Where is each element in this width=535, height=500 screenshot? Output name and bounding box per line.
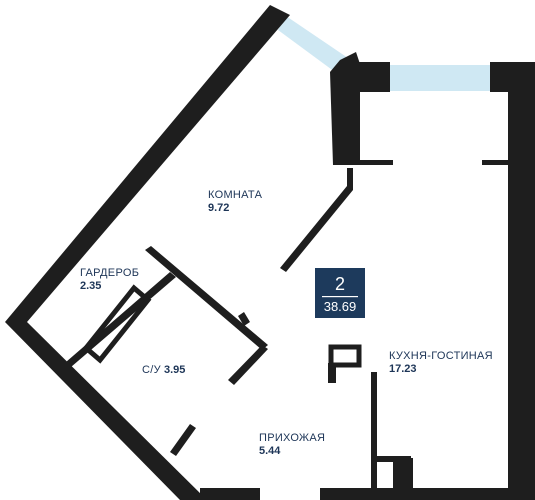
window-kitchen bbox=[390, 65, 490, 91]
room-living: КОМНАТА 9.72 bbox=[208, 189, 263, 214]
room-bathroom: С/У 3.95 bbox=[142, 364, 185, 376]
room-hallway-area: 5.44 bbox=[259, 445, 281, 457]
wall-bathroom-right bbox=[228, 345, 268, 385]
room-bathroom-area: 3.95 bbox=[164, 364, 185, 376]
room-living-area: 9.72 bbox=[208, 202, 229, 214]
partition-kitchen-left bbox=[358, 160, 393, 165]
room-living-name: КОМНАТА bbox=[208, 189, 263, 201]
wall-right bbox=[508, 62, 535, 500]
room-kitchen-area: 17.23 bbox=[389, 363, 417, 375]
wall-pillar bbox=[330, 52, 360, 165]
wardrobe-shelf bbox=[82, 284, 152, 364]
room-kitchen: КУХНЯ-ГОСТИНАЯ 17.23 bbox=[389, 350, 493, 375]
wall-diagonal-top bbox=[5, 5, 290, 322]
interior-walls bbox=[66, 160, 508, 500]
fixture-box bbox=[328, 344, 362, 368]
room-bathroom-name: С/У bbox=[142, 364, 162, 376]
wall-top bbox=[355, 62, 390, 92]
badge-background bbox=[315, 268, 365, 318]
room-kitchen-name: КУХНЯ-ГОСТИНАЯ bbox=[389, 350, 493, 362]
badge-total-area: 38.69 bbox=[324, 299, 357, 314]
room-wardrobe-area: 2.35 bbox=[80, 280, 101, 292]
badge-divider bbox=[322, 296, 358, 298]
wall-wardrobe-left bbox=[66, 272, 176, 367]
fixture-base bbox=[328, 363, 336, 383]
divider-room-kitchen bbox=[280, 168, 353, 272]
wall-diagonal-bottom bbox=[5, 322, 207, 500]
wall-kitchen-inner bbox=[371, 372, 377, 500]
wall-bottom-left bbox=[200, 488, 260, 500]
wall-wardrobe-top bbox=[145, 246, 268, 350]
room-hallway: ПРИХОЖАЯ 5.44 bbox=[259, 432, 325, 457]
room-wardrobe-name: ГАРДЕРОБ bbox=[80, 267, 139, 279]
apartment-badge: 2 38.69 bbox=[315, 268, 365, 318]
windows bbox=[278, 16, 490, 91]
wall-bottom-right bbox=[320, 488, 508, 500]
door-stub bbox=[238, 312, 250, 326]
room-hallway-name: ПРИХОЖАЯ bbox=[259, 432, 325, 444]
window-room bbox=[278, 16, 348, 72]
outer-walls bbox=[5, 5, 535, 500]
partition-kitchen-right bbox=[482, 160, 508, 165]
wall-bottom-stub bbox=[393, 458, 413, 500]
wall-hallway-stub bbox=[170, 424, 196, 456]
room-wardrobe: ГАРДЕРОБ 2.35 bbox=[80, 267, 139, 292]
badge-rooms-count: 2 bbox=[335, 274, 345, 294]
wall-kitchen-inner-h bbox=[371, 456, 411, 462]
